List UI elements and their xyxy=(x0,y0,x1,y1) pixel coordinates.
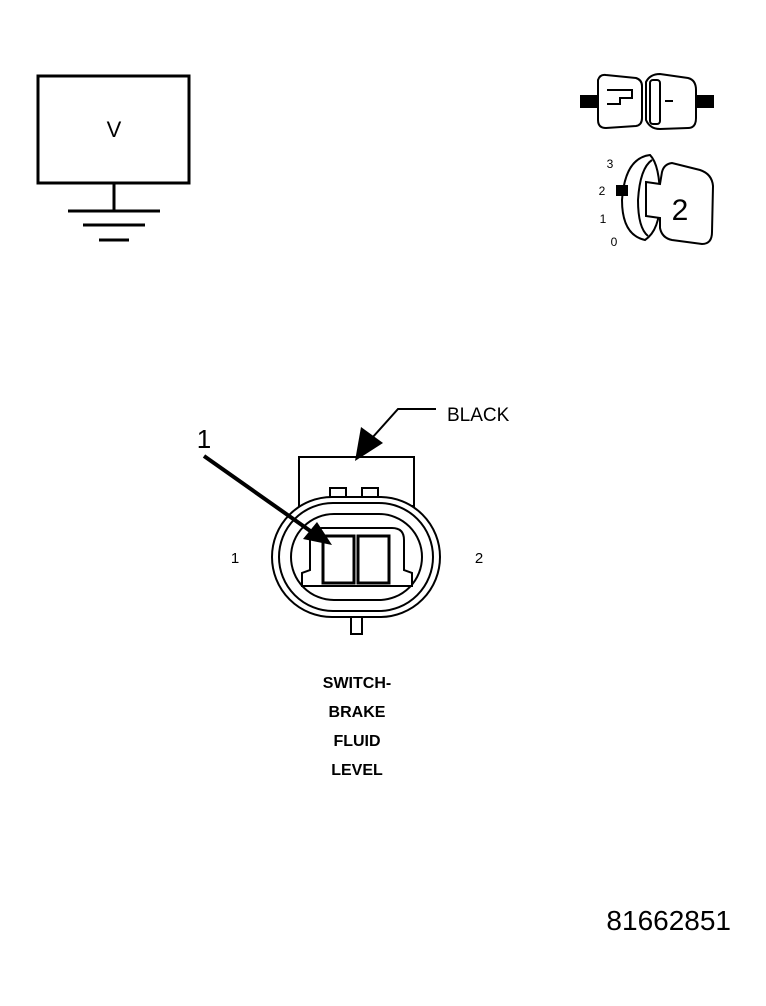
scale-label-0: 0 xyxy=(611,235,618,249)
figure-number: 81662851 xyxy=(606,905,731,936)
connector-face xyxy=(271,456,441,635)
scale-label-3: 3 xyxy=(607,157,614,171)
scale-label-2: 2 xyxy=(599,184,606,198)
color-leader xyxy=(355,408,436,461)
voltmeter-label: V xyxy=(107,117,122,142)
ground-icon xyxy=(68,183,160,242)
color-label: BLACK xyxy=(447,405,510,426)
voltmeter-symbol: V xyxy=(36,74,191,242)
connector-name-line: FLUID xyxy=(333,733,380,750)
connector-mating-icon xyxy=(580,72,714,131)
connector-name: SWITCH- BRAKE FLUID LEVEL xyxy=(323,675,391,779)
position-indicator: 3 2 1 0 2 xyxy=(599,153,715,249)
connector-name-line: LEVEL xyxy=(331,762,383,779)
callout-number: 1 xyxy=(197,424,211,454)
callout-arrow xyxy=(202,454,332,545)
scale-label-1: 1 xyxy=(600,212,607,226)
pin-number-right: 2 xyxy=(475,550,483,567)
dial-icon xyxy=(616,153,715,246)
indicator-value: 2 xyxy=(672,194,689,227)
pin-number-left: 1 xyxy=(231,550,239,567)
connector-name-line: BRAKE xyxy=(329,704,386,721)
connector-name-line: SWITCH- xyxy=(323,675,391,692)
